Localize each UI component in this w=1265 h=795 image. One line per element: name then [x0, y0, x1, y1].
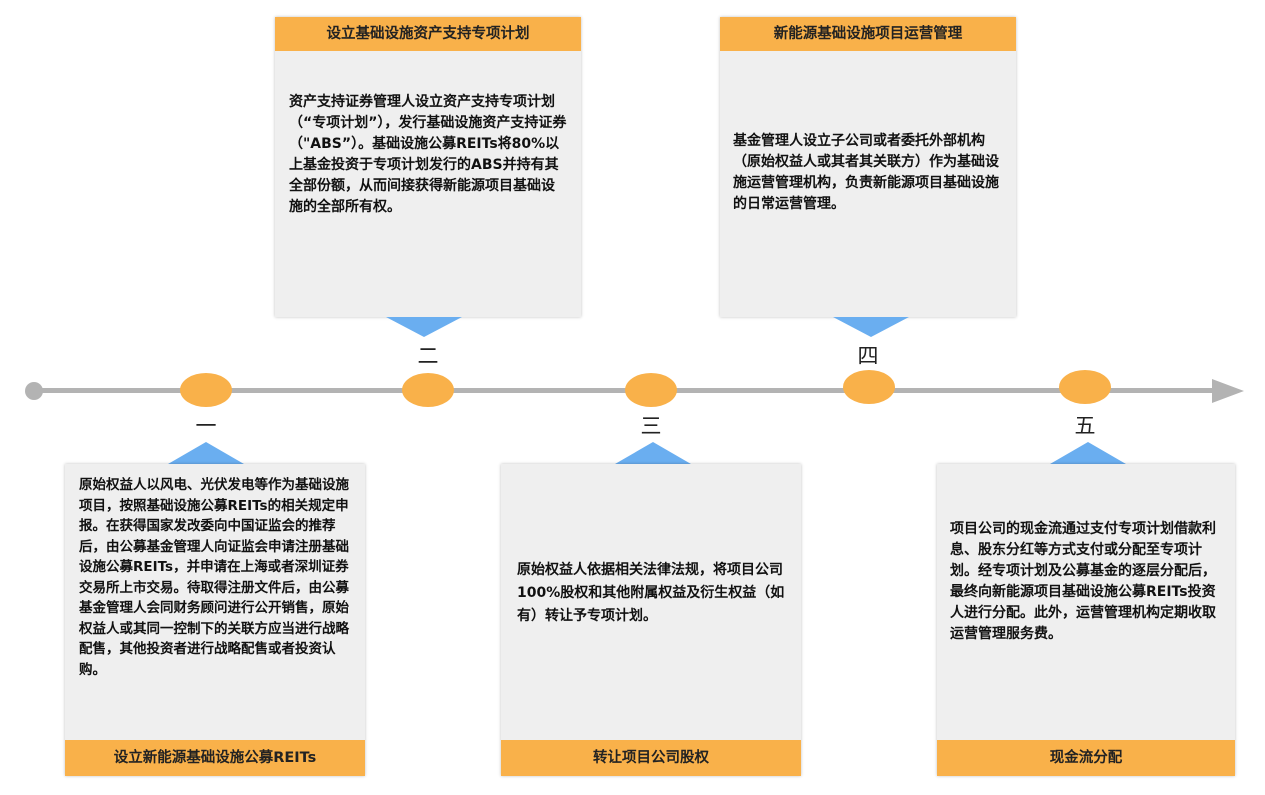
timeline-node-2 [402, 373, 454, 407]
timeline-node-1 [180, 373, 232, 407]
step-3-title: 转让项目公司股权 [501, 740, 801, 776]
step-2-title: 设立基础设施资产支持专项计划 [275, 17, 581, 51]
timeline-arrow-icon [1212, 379, 1244, 403]
step-1-description: 原始权益人以风电、光伏发电等作为基础设施项目，按照基础设施公募REITs的相关规… [79, 477, 349, 678]
step-2-description: 资产支持证券管理人设立资产支持专项计划（“专项计划”），发行基础设施资产支持证券… [289, 94, 567, 215]
step-4-card: 新能源基础设施项目运营管理 基金管理人设立子公司或者委托外部机构（原始权益人或其… [720, 17, 1016, 317]
timeline-node-3 [625, 373, 677, 407]
step-1-card: 原始权益人以风电、光伏发电等作为基础设施项目，按照基础设施公募REITs的相关规… [65, 464, 365, 776]
step-5-title: 现金流分配 [937, 740, 1235, 776]
timeline-node-5 [1059, 370, 1111, 404]
step-3-pointer [615, 442, 691, 464]
step-5-pointer [1050, 442, 1126, 464]
step-2-numeral: 二 [417, 344, 439, 368]
step-2-pointer [386, 317, 462, 337]
step-5-card: 项目公司的现金流通过支付专项计划借款利息、股东分红等方式支付或分配至专项计划。经… [937, 464, 1235, 776]
step-5-numeral: 五 [1074, 414, 1096, 438]
timeline-start-dot [25, 382, 43, 400]
timeline-node-4 [843, 370, 895, 404]
step-2-card: 设立基础设施资产支持专项计划 资产支持证券管理人设立资产支持专项计划（“专项计划… [275, 17, 581, 317]
step-5-description: 项目公司的现金流通过支付专项计划借款利息、股东分红等方式支付或分配至专项计划。经… [950, 521, 1216, 642]
step-3-description: 原始权益人依据相关法律法规，将项目公司100%股权和其他附属权益及衍生权益（如有… [517, 562, 785, 624]
step-1-numeral: 一 [195, 414, 217, 438]
step-3-numeral: 三 [640, 414, 662, 438]
step-4-numeral: 四 [857, 344, 879, 368]
step-1-title: 设立新能源基础设施公募REITs [65, 740, 365, 776]
step-1-pointer [168, 442, 244, 464]
step-4-description: 基金管理人设立子公司或者委托外部机构（原始权益人或其者其关联方）作为基础设施运营… [733, 133, 999, 212]
step-4-title: 新能源基础设施项目运营管理 [720, 17, 1016, 51]
step-4-pointer [833, 317, 909, 337]
step-3-card: 原始权益人依据相关法律法规，将项目公司100%股权和其他附属权益及衍生权益（如有… [501, 464, 801, 776]
